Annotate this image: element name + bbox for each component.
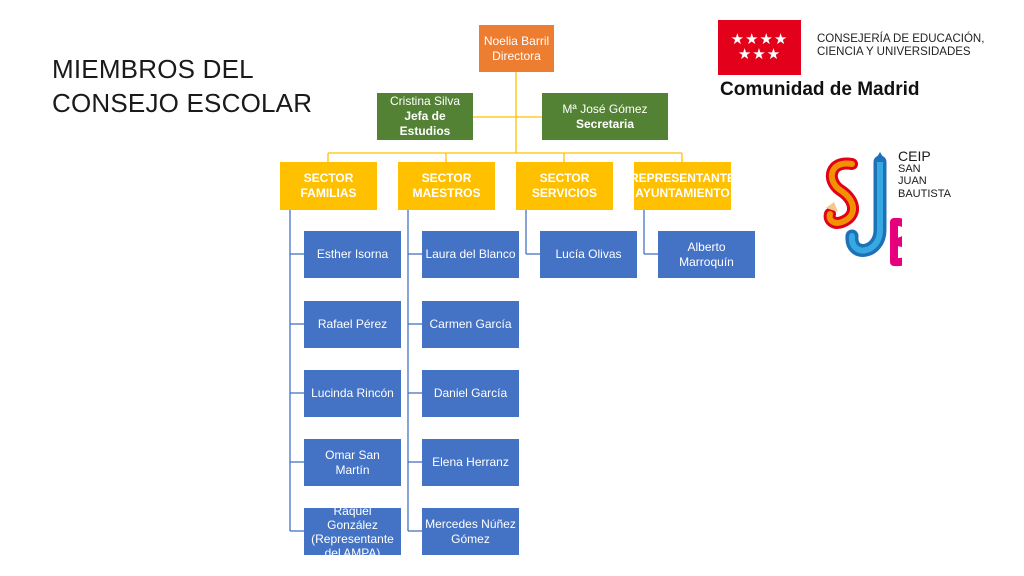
sector-line2: AYUNTAMIENTO <box>635 186 730 200</box>
ceip-line-4: BAUTISTA <box>898 187 951 200</box>
dept-line-1: CONSEJERÍA DE EDUCACIÓN, <box>817 33 985 45</box>
ceip-name: CEIP SAN JUAN BAUTISTA <box>898 148 951 200</box>
member-box: Lucinda Rincón <box>304 370 401 417</box>
ceip-logo: CEIP SAN JUAN BAUTISTA <box>822 148 982 270</box>
jefa-role: Jefa de Estudios <box>399 109 451 138</box>
member-name: Omar San Martín <box>325 447 380 477</box>
member-name: Rafael Pérez <box>317 317 388 331</box>
member-box: Rafael Pérez <box>304 301 401 348</box>
member-name: Carmen García <box>429 317 512 331</box>
member-name: Lucía Olivas <box>555 247 622 261</box>
ceip-line-1: CEIP <box>898 148 931 164</box>
member-name: Daniel García <box>433 386 508 400</box>
member-name: Raquel González (Representante del AMPA) <box>311 503 394 560</box>
sector-maestros-box: SECTOR MAESTROS <box>398 162 495 210</box>
flag-stars: ★★★★ ★★★ <box>730 31 789 63</box>
member-name: Alberto Marroquín <box>679 239 734 269</box>
member-name: Esther Isorna <box>316 247 389 261</box>
ceip-line-2: SAN <box>898 162 921 175</box>
member-box: Raquel González (Representante del AMPA) <box>304 504 401 560</box>
sector-line2: FAMILIAS <box>300 186 357 200</box>
member-box: Laura del Blanco <box>422 231 519 278</box>
sector-ayuntamiento-box: REPRESENTANTE AYUNTAMIENTO <box>630 162 735 210</box>
member-box: Carmen García <box>422 301 519 348</box>
member-box: Mercedes Núñez Gómez <box>422 508 519 555</box>
secretaria-name: Mª José Gómez <box>562 101 648 116</box>
jefa-name: Cristina Silva <box>389 94 461 108</box>
member-name: Lucinda Rincón <box>311 386 394 400</box>
jefa-estudios-box: Cristina Silva Jefa de Estudios <box>377 93 473 140</box>
member-box: Lucía Olivas <box>540 231 637 278</box>
member-box: Elena Herranz <box>422 439 519 486</box>
sector-line1: SECTOR <box>539 171 590 185</box>
member-name: Elena Herranz <box>432 455 509 469</box>
secretaria-role: Secretaria <box>575 116 635 131</box>
member-box: Alberto Marroquín <box>658 231 755 278</box>
dept-line-2: CIENCIA Y UNIVERSIDADES <box>817 46 971 58</box>
sector-line1: SECTOR <box>303 171 354 185</box>
member-name: Mercedes Núñez Gómez <box>425 516 516 546</box>
madrid-flag-icon: ★★★★ ★★★ <box>718 20 801 75</box>
sector-line2: MAESTROS <box>412 186 481 200</box>
comunidad-name: Comunidad de Madrid <box>720 79 920 100</box>
consejeria-label: CONSEJERÍA DE EDUCACIÓN, CIENCIA Y UNIVE… <box>817 33 1017 59</box>
page-title: MIEMBROS DEL CONSEJO ESCOLAR <box>52 52 312 120</box>
director-role: Directora <box>492 48 541 63</box>
director-box: Noelia Barril Directora <box>479 25 554 72</box>
sector-line1: REPRESENTANTE <box>629 171 736 185</box>
sector-line1: SECTOR <box>421 171 472 185</box>
sector-familias-box: SECTOR FAMILIAS <box>280 162 377 210</box>
ceip-line-3: JUAN <box>898 175 927 187</box>
member-box: Omar San Martín <box>304 439 401 486</box>
title-line-2: CONSEJO ESCOLAR <box>52 88 313 118</box>
secretaria-box: Mª José Gómez Secretaria <box>542 93 668 140</box>
member-name: Laura del Blanco <box>425 247 516 261</box>
ceip-sjb-emblem-icon <box>823 152 916 267</box>
sector-servicios-box: SECTOR SERVICIOS <box>516 162 613 210</box>
sector-line2: SERVICIOS <box>531 186 598 200</box>
title-line-1: MIEMBROS DEL <box>52 54 254 84</box>
director-name: Noelia Barril <box>483 33 550 48</box>
member-box: Daniel García <box>422 370 519 417</box>
member-box: Esther Isorna <box>304 231 401 278</box>
